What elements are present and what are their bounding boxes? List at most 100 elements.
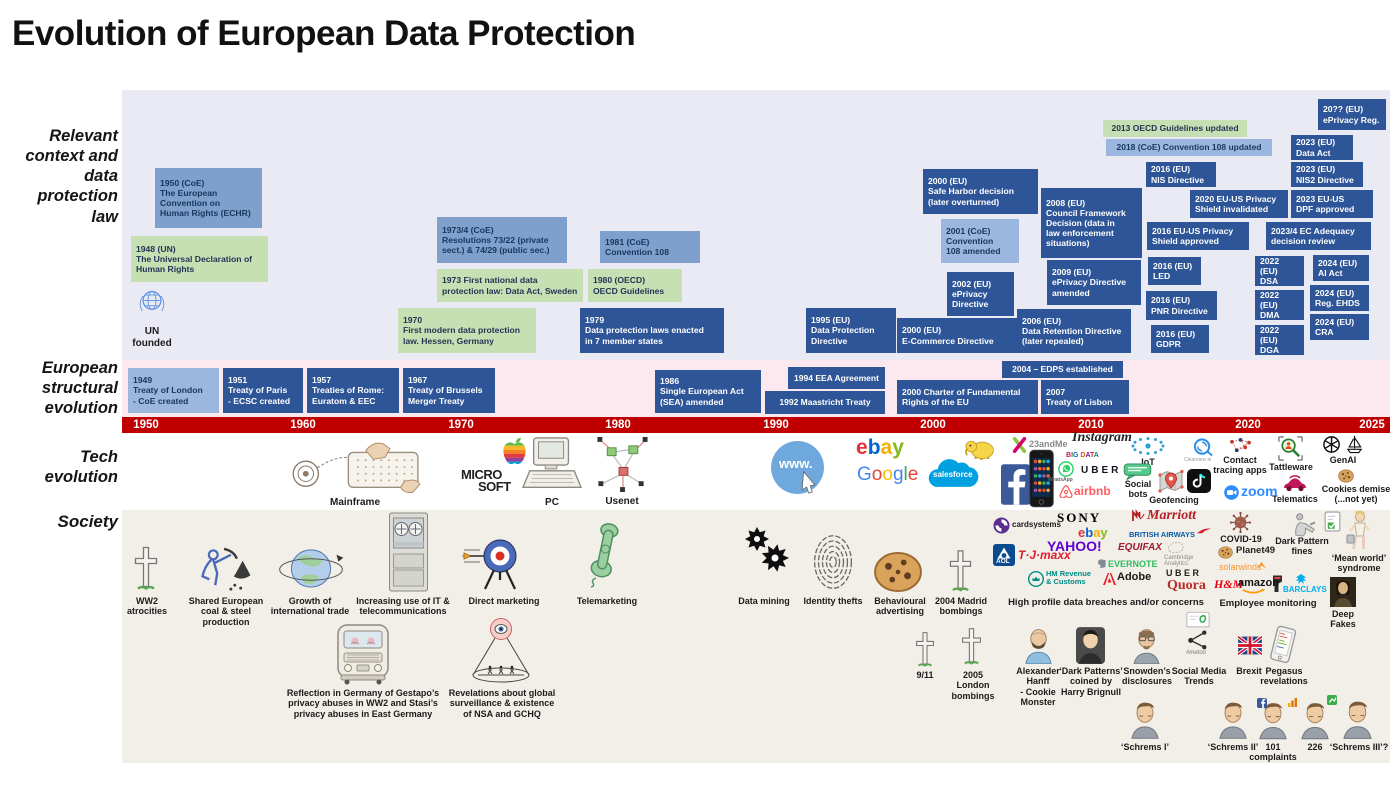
- clearview-logo-icon: [1192, 438, 1214, 457]
- law-1973-sweden: 1973 First national data protection law:…: [437, 269, 583, 302]
- aol-icon-icon: [993, 544, 1015, 566]
- hadoop-logo-icon: [964, 437, 995, 460]
- adobe-icon-icon: [1103, 573, 1116, 585]
- google-wordmark-letter: o: [882, 464, 893, 485]
- dark-pattern-fines-icon: [1291, 512, 1318, 537]
- solarwinds-icon-icon: [1256, 561, 1267, 569]
- brexit-label: Brexit: [1236, 666, 1262, 676]
- it-telecom-label: Increasing use of IT & telecommunication…: [356, 596, 450, 617]
- google-wordmark: Google: [857, 465, 918, 484]
- law-1981-convention108: 1981 (CoE) Convention 108: [600, 231, 700, 263]
- equifax-wordmark: EQUIFAX: [1118, 542, 1162, 553]
- law-2024-cra: 2024 (EU) CRA: [1310, 314, 1369, 340]
- complaints-101-label: 101 complaints: [1249, 742, 1297, 763]
- behavioural-advertising-label: Behavioural advertising: [874, 596, 926, 617]
- microsoft-wordmark-1: MICRO: [461, 467, 502, 482]
- bigdata-wordmark-letter: A: [1093, 452, 1099, 459]
- instagram-wordmark: Instagram: [1072, 430, 1132, 445]
- law-20xx-eprivacy-reg: 20?? (EU) ePrivacy Reg.: [1318, 99, 1386, 130]
- timeline-year: 2010: [1078, 419, 1104, 431]
- law-1995-dpd: 1995 (EU) Data Protection Directive: [806, 308, 896, 353]
- pc-label: PC: [545, 497, 559, 508]
- geofencing-icon: [1158, 467, 1184, 495]
- str-1957-rome: 1957 Treaties of Rome: Euratom & EEC: [307, 368, 399, 413]
- nsa-gchq-label: Revelations about global surveillance & …: [448, 688, 556, 719]
- schrems-3-label: ‘Schrems III’?: [1329, 742, 1389, 752]
- apple-logo-icon: [502, 436, 528, 465]
- google-wordmark-letter: g: [892, 464, 904, 485]
- data-mining-icon: [742, 527, 792, 573]
- uber-breach-wordmark: UBER: [1166, 568, 1202, 578]
- solarwinds-wordmark: solarwinds: [1219, 562, 1262, 572]
- tjmaxx-wordmark: T·J·maxx: [1018, 548, 1071, 562]
- nsa-gchq-icon: [466, 617, 536, 685]
- 23andme-wordmark: 23andMe: [1029, 439, 1068, 449]
- law-1970-hessen: 1970 First modern data protection law. H…: [398, 308, 536, 353]
- bigdata-wordmark-letter: T: [1090, 452, 1094, 459]
- timeline-year: 2000: [920, 419, 946, 431]
- complaints-101-icon: [1258, 700, 1288, 740]
- timeline-year: 1990: [763, 419, 789, 431]
- clearview-wordmark: Clearview ai: [1184, 457, 1212, 463]
- timeline-year: 1970: [448, 419, 474, 431]
- iphone-icon: [1029, 449, 1054, 508]
- ba-swoosh-icon-icon: [1196, 527, 1212, 535]
- law-2000-ecommerce: 2000 (EU) E-Commerce Directive: [897, 318, 1021, 353]
- law-2020-privacy-shield-invalidated: 2020 EU-US Privacy Shield invalidated: [1190, 190, 1288, 218]
- ebay-wordmark-letter: y: [892, 436, 904, 459]
- schrems-2-icon: [1218, 699, 1248, 740]
- mean-world-icon: [1346, 511, 1372, 553]
- ebay-wordmark-letter: a: [880, 436, 893, 459]
- iot-label: IoT: [1141, 457, 1155, 467]
- bigdata-wordmark-letter: D: [1080, 452, 1086, 459]
- law-2016-nis: 2016 (EU) NIS Directive: [1146, 162, 1216, 187]
- un-founded-label: UN founded: [132, 326, 172, 349]
- telemarketing-label: Telemarketing: [576, 596, 638, 606]
- social-media-trends-label: Social Media Trends: [1171, 666, 1227, 687]
- london-bombings-icon: [961, 627, 982, 666]
- schrems-2-label: ‘Schrems II’: [1207, 742, 1259, 752]
- genai-label: GenAI: [1329, 455, 1357, 465]
- pegasus-icon: [1268, 625, 1299, 665]
- usenet-icon: [593, 436, 651, 493]
- zoom-logo-icon: [1224, 485, 1239, 500]
- contact-tracing-label: Contact tracing apps: [1213, 455, 1267, 476]
- gestapo-stasi-label: Reflection in Germany of Gestapo’s priva…: [286, 688, 440, 719]
- identity-thefts-icon: [812, 532, 854, 592]
- page-title: Evolution of European Data Protection: [12, 14, 636, 53]
- nine-eleven-label: 9/11: [916, 670, 934, 680]
- str-2007-lisbon: 2007 Treaty of Lisbon: [1041, 380, 1129, 414]
- ww2-atrocities-icon: [134, 544, 158, 593]
- coal-steel-icon: [196, 546, 256, 593]
- social-media-trends-icon: [1182, 611, 1213, 664]
- complaints-226-icon: [1300, 700, 1330, 740]
- bigdata-wordmark: BIG DATA: [1066, 452, 1099, 459]
- analytics-badge-icon: [1287, 697, 1298, 708]
- str-2000-charter: 2000 Charter of Fundamental Rights of th…: [897, 380, 1038, 414]
- bigdata-wordmark-letter: B: [1066, 452, 1072, 459]
- pc-icon: [519, 437, 585, 495]
- madrid-bombings-label: 2004 Madrid bombings: [934, 596, 988, 617]
- law-2024-ai-act: 2024 (EU) AI Act: [1313, 255, 1369, 281]
- law-2022-dga: 2022 (EU) DGA: [1255, 325, 1304, 355]
- tattleware-label: Tattleware: [1269, 462, 1313, 472]
- complaints-226-label: 226: [1307, 742, 1323, 752]
- hmrc-wordmark: HM Revenue & Customs: [1046, 569, 1092, 586]
- schrems-1-icon: [1130, 699, 1160, 740]
- law-2002-eprivacy: 2002 (EU) ePrivacy Directive: [947, 272, 1014, 316]
- www-wordmark: www.: [779, 456, 813, 471]
- str-1967-brussels: 1967 Treaty of Brussels Merger Treaty: [403, 368, 495, 413]
- analytics-badge-2-icon: [1327, 695, 1337, 705]
- ebay-breach-wordmark: ebay: [1078, 526, 1108, 539]
- identity-thefts-label: Identity thefts: [803, 596, 863, 606]
- 23andme-logo-icon: [1012, 437, 1027, 453]
- mainframe-icon: [288, 437, 428, 495]
- deep-fakes-icon: [1330, 577, 1356, 607]
- un-founded-icon: [136, 285, 168, 323]
- covid-19-label: COVID-19: [1220, 534, 1262, 544]
- marriott-wordmark: Marriott: [1147, 508, 1197, 523]
- behavioural-advertising-icon: [873, 551, 923, 593]
- law-2016-privacy-shield-approved: 2016 EU-US Privacy Shield approved: [1147, 222, 1249, 250]
- law-2016-gdpr: 2016 (EU) GDPR: [1151, 325, 1209, 353]
- breaches-caption-label: High profile data breaches and/or concer…: [1008, 597, 1204, 608]
